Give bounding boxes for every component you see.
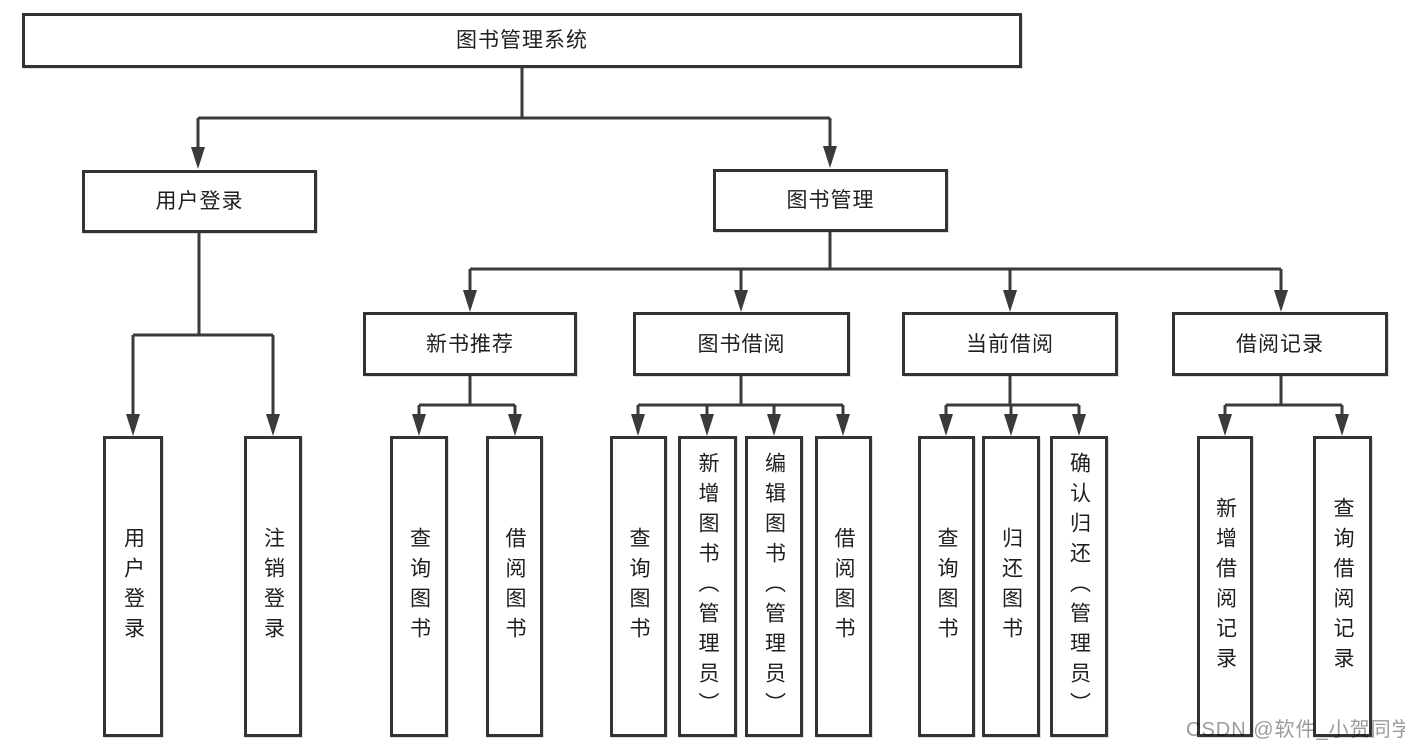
leaf-cb-return-book: 归还图书 bbox=[982, 436, 1040, 737]
node-root: 图书管理系统 bbox=[22, 13, 1022, 68]
leaf-nbr-borrow-book: 借阅图书 bbox=[486, 436, 543, 737]
leaf-logout: 注销登录 bbox=[244, 436, 302, 737]
leaf-nbr-query-book: 查询图书 bbox=[390, 436, 448, 737]
node-borrow-record: 借阅记录 bbox=[1172, 312, 1388, 376]
leaf-cb-query-book-label: 查询图书 bbox=[935, 526, 958, 647]
connector-borrowrecord-to-leaves bbox=[1223, 376, 1344, 415]
leaf-nbr-query-book-label: 查询图书 bbox=[407, 526, 431, 647]
arrowhead bbox=[1003, 290, 1017, 312]
arrowhead bbox=[836, 414, 850, 436]
connector-userlogin-to-leaves bbox=[131, 233, 275, 415]
leaf-bb-query-book: 查询图书 bbox=[610, 436, 667, 737]
arrowhead bbox=[700, 414, 714, 436]
leaf-br-query-record: 查询借阅记录 bbox=[1313, 436, 1372, 737]
leaf-user-login: 用户登录 bbox=[103, 436, 163, 737]
leaf-cb-confirm-return: 确认归还（管理员） bbox=[1050, 436, 1108, 737]
connector-root-to-level2 bbox=[196, 68, 832, 147]
node-current-borrow-label: 当前借阅 bbox=[966, 332, 1054, 356]
leaf-user-login-label: 用户登录 bbox=[121, 526, 145, 647]
arrowhead bbox=[191, 147, 205, 169]
arrowhead bbox=[767, 414, 781, 436]
node-book-management: 图书管理 bbox=[713, 169, 948, 232]
leaf-logout-label: 注销登录 bbox=[261, 526, 285, 647]
node-user-login-label: 用户登录 bbox=[155, 190, 244, 213]
leaf-bb-borrow-book: 借阅图书 bbox=[815, 436, 872, 737]
arrowhead bbox=[734, 290, 748, 312]
leaf-br-add-record: 新增借阅记录 bbox=[1197, 436, 1253, 737]
leaf-nbr-borrow-book-label: 借阅图书 bbox=[503, 526, 526, 647]
connector-bookmgmt-to-level3 bbox=[468, 232, 1283, 291]
arrowhead bbox=[1274, 290, 1288, 312]
arrowhead bbox=[508, 414, 522, 436]
leaf-bb-edit-book: 编辑图书（管理员） bbox=[745, 436, 803, 737]
leaf-cb-return-book-label: 归还图书 bbox=[999, 526, 1023, 647]
watermark: CSDN @软件_小贺同学 bbox=[1186, 719, 1405, 741]
node-book-borrow-label: 图书借阅 bbox=[697, 332, 786, 356]
arrowhead bbox=[266, 414, 280, 436]
leaf-bb-edit-book-label: 编辑图书（管理员） bbox=[762, 451, 786, 722]
arrowhead bbox=[412, 414, 426, 436]
node-new-book-recommend: 新书推荐 bbox=[363, 312, 577, 376]
arrowhead bbox=[1004, 414, 1018, 436]
arrowhead bbox=[631, 414, 645, 436]
leaf-cb-query-book: 查询图书 bbox=[918, 436, 975, 737]
node-root-label: 图书管理系统 bbox=[456, 29, 588, 52]
leaf-cb-confirm-return-label: 确认归还（管理员） bbox=[1067, 451, 1091, 722]
arrowhead bbox=[463, 290, 477, 312]
node-new-book-recommend-label: 新书推荐 bbox=[426, 332, 514, 356]
leaf-bb-borrow-book-label: 借阅图书 bbox=[832, 526, 855, 647]
arrowhead bbox=[823, 146, 837, 168]
connector-currentborrow-to-leaves bbox=[944, 376, 1081, 415]
node-current-borrow: 当前借阅 bbox=[902, 312, 1118, 376]
leaf-bb-add-book-label: 新增图书（管理员） bbox=[696, 451, 719, 722]
connector-newbook-to-leaves bbox=[417, 376, 517, 415]
node-user-login: 用户登录 bbox=[82, 170, 317, 233]
node-book-borrow: 图书借阅 bbox=[633, 312, 850, 376]
leaf-bb-add-book: 新增图书（管理员） bbox=[678, 436, 737, 737]
leaf-br-query-record-label: 查询借阅记录 bbox=[1331, 496, 1354, 677]
arrowhead bbox=[939, 414, 953, 436]
node-book-management-label: 图书管理 bbox=[786, 189, 875, 212]
connector-bookborrow-to-leaves bbox=[636, 376, 845, 415]
leaf-bb-query-book-label: 查询图书 bbox=[627, 526, 650, 647]
arrowhead bbox=[1335, 414, 1349, 436]
arrowhead bbox=[1072, 414, 1086, 436]
arrowheads bbox=[126, 146, 1349, 436]
leaf-br-add-record-label: 新增借阅记录 bbox=[1213, 496, 1237, 677]
arrowhead bbox=[126, 414, 140, 436]
arrowhead bbox=[1218, 414, 1232, 436]
node-borrow-record-label: 借阅记录 bbox=[1236, 332, 1324, 356]
